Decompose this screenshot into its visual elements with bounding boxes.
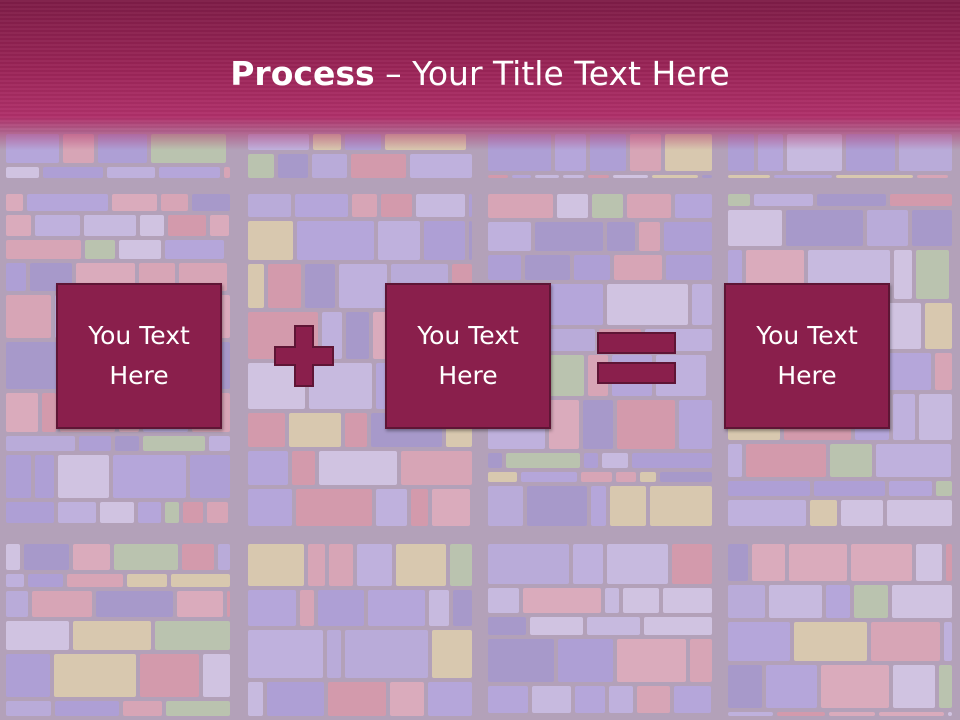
- text-box-3[interactable]: You Text Here: [724, 283, 890, 429]
- title-bold: Process: [230, 54, 375, 93]
- plus-icon: [274, 325, 334, 387]
- title-dash: –: [374, 54, 413, 93]
- title-rest: Your Title Text Here: [412, 54, 730, 93]
- text-box-2[interactable]: You Text Here: [385, 283, 551, 429]
- title-bar: Process – Your Title Text Here: [0, 0, 960, 150]
- text-box-2-label: You Text Here: [417, 321, 519, 390]
- text-box-1-label: You Text Here: [88, 321, 190, 390]
- text-box-1[interactable]: You Text Here: [56, 283, 222, 429]
- equals-icon: [597, 332, 676, 384]
- slide-title[interactable]: Process – Your Title Text Here: [0, 54, 960, 94]
- text-box-3-label: You Text Here: [756, 321, 858, 390]
